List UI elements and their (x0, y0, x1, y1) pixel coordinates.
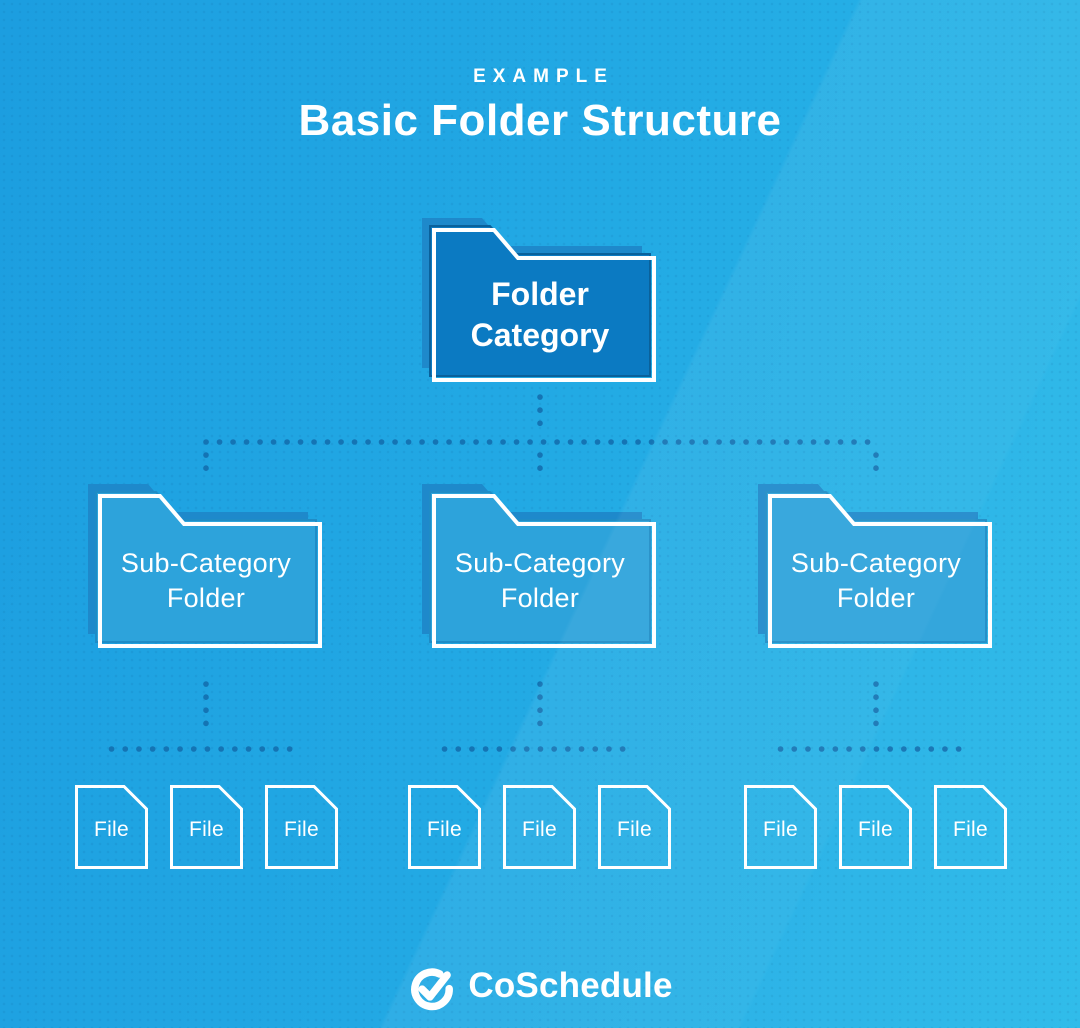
file-icon (598, 785, 671, 869)
file-icon (408, 785, 481, 869)
subfolder-node: Sub-Category Folder (754, 480, 994, 652)
folder-icon (88, 484, 322, 648)
page-title: Basic Folder Structure (298, 96, 782, 145)
file-node: File (839, 785, 912, 869)
file-node: File (265, 785, 338, 869)
file-label: File (762, 818, 799, 841)
file-label: File (188, 818, 225, 841)
folder-icon (422, 484, 656, 648)
brand-footer: CoSchedule (0, 958, 1080, 1014)
file-icon (75, 785, 148, 869)
file-label: File (952, 818, 989, 841)
file-icon (839, 785, 912, 869)
subfolder-label: Sub-Category Folder (120, 548, 292, 613)
file-label: File (521, 818, 558, 841)
file-icon (265, 785, 338, 869)
folder-icon (758, 484, 992, 648)
folder-icon (422, 218, 656, 382)
subfolder-node: Sub-Category Folder (418, 480, 658, 652)
file-label: File (857, 818, 894, 841)
file-label: File (616, 818, 653, 841)
check-circle-icon (411, 968, 454, 1011)
root-folder-node: Folder Category (418, 214, 658, 386)
subfolder-node: Sub-Category Folder (84, 480, 324, 652)
file-label: File (93, 818, 130, 841)
file-icon (503, 785, 576, 869)
file-node: File (503, 785, 576, 869)
file-node: File (934, 785, 1007, 869)
file-icon (934, 785, 1007, 869)
file-node: File (744, 785, 817, 869)
file-node: File (408, 785, 481, 869)
brand-name: CoSchedule (468, 966, 673, 1005)
file-icon (744, 785, 817, 869)
subfolder-label: Sub-Category Folder (454, 548, 626, 613)
file-node: File (170, 785, 243, 869)
file-icon (170, 785, 243, 869)
root-folder-label: Folder Category (470, 276, 610, 353)
file-label: File (426, 818, 463, 841)
file-label: File (283, 818, 320, 841)
page-eyebrow: EXAMPLE (473, 66, 614, 87)
file-node: File (75, 785, 148, 869)
subfolder-label: Sub-Category Folder (790, 548, 962, 613)
file-node: File (598, 785, 671, 869)
